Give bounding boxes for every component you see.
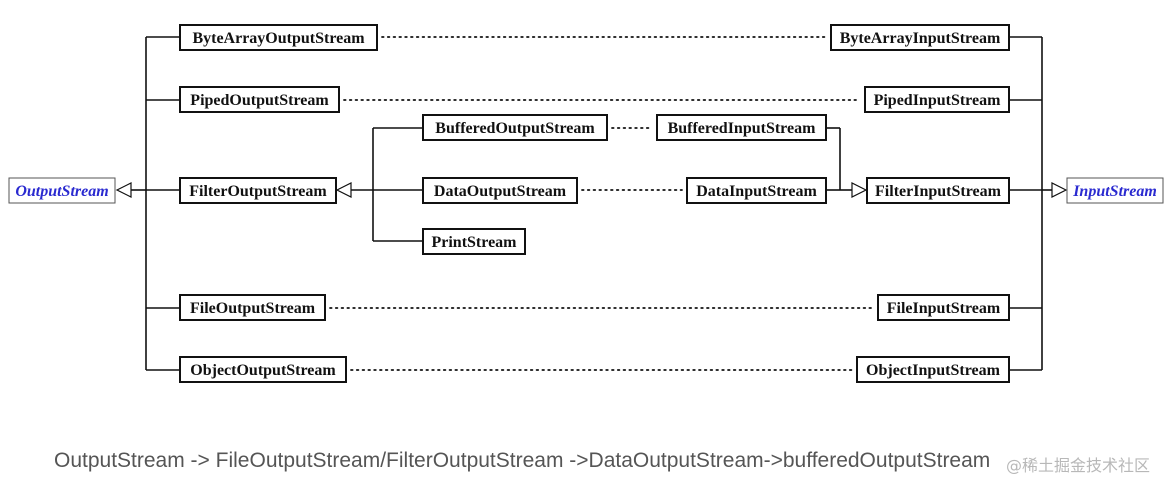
input-connectors (826, 36, 1052, 371)
object-output-stream-box: ObjectOutputStream (179, 356, 347, 383)
file-output-stream-label: FileOutputStream (190, 300, 316, 317)
input-stream-inheritance-arrow (1051, 182, 1068, 198)
buffered-input-stream-box: BufferedInputStream (656, 114, 827, 141)
byte-array-input-stream-label: ByteArrayInputStream (840, 30, 1001, 47)
piped-output-stream-box: PipedOutputStream (179, 86, 340, 113)
piped-output-stream-label: PipedOutputStream (190, 92, 329, 109)
output-stream-label: OutputStream (15, 183, 108, 200)
byte-array-output-stream-label: ByteArrayOutputStream (192, 30, 365, 47)
input-stream-box: InputStream (1066, 177, 1164, 204)
file-input-stream-label: FileInputStream (887, 300, 1001, 317)
object-output-stream-label: ObjectOutputStream (190, 362, 336, 379)
filter-input-inheritance-arrow (851, 182, 868, 198)
file-input-stream-box: FileInputStream (877, 294, 1010, 321)
data-input-stream-label: DataInputStream (696, 183, 817, 200)
byte-array-output-stream-box: ByteArrayOutputStream (179, 24, 378, 51)
pairing-dotted-lines (329, 36, 874, 371)
output-connectors (131, 36, 423, 371)
byte-array-input-stream-box: ByteArrayInputStream (830, 24, 1010, 51)
input-stream-label: InputStream (1072, 183, 1157, 200)
filter-input-stream-box: FilterInputStream (866, 177, 1010, 204)
data-output-stream-box: DataOutputStream (422, 177, 578, 204)
filter-input-stream-label: FilterInputStream (875, 183, 1002, 200)
buffered-output-stream-box: BufferedOutputStream (422, 114, 608, 141)
hierarchy-caption: OutputStream -> FileOutputStream/FilterO… (54, 449, 991, 472)
filter-output-stream-label: FilterOutputStream (189, 183, 327, 200)
object-input-stream-label: ObjectInputStream (866, 362, 1001, 379)
print-stream-label: PrintStream (431, 234, 517, 251)
output-stream-box: OutputStream (8, 177, 116, 204)
file-output-stream-box: FileOutputStream (179, 294, 326, 321)
filter-output-inheritance-arrow (335, 182, 352, 198)
output-stream-inheritance-arrow (115, 182, 132, 198)
data-input-stream-box: DataInputStream (686, 177, 827, 204)
watermark: @稀土掘金技术社区 (1006, 456, 1151, 475)
piped-input-stream-label: PipedInputStream (874, 92, 1002, 109)
buffered-output-stream-label: BufferedOutputStream (435, 120, 595, 137)
filter-output-stream-box: FilterOutputStream (179, 177, 337, 204)
data-output-stream-label: DataOutputStream (434, 183, 567, 200)
piped-input-stream-box: PipedInputStream (864, 86, 1010, 113)
object-input-stream-box: ObjectInputStream (856, 356, 1010, 383)
buffered-input-stream-label: BufferedInputStream (668, 120, 817, 137)
print-stream-box: PrintStream (422, 228, 526, 255)
